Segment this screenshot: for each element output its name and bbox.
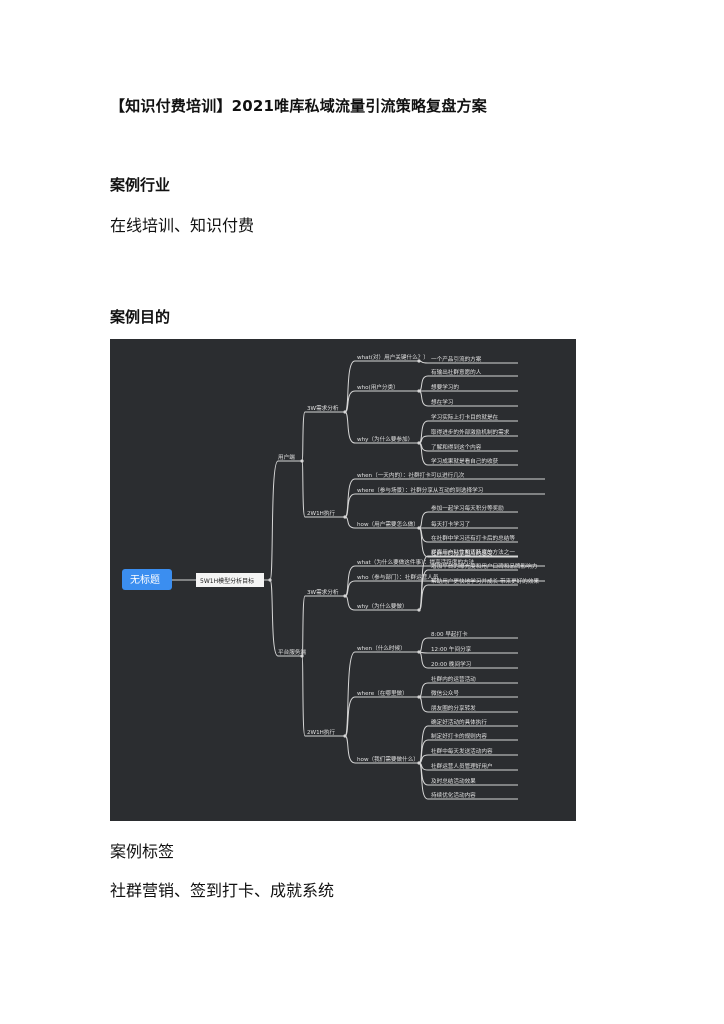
mindmap-connector [344,360,356,413]
mindmap-connector [301,460,306,518]
mindmap-leaf-label: 制定好打卡的规则内容 [431,732,487,740]
mindmap-item-label: why（为什么要做） [357,602,408,610]
mindmap-connector [344,735,356,764]
mindmap-leaf-label: 学习成果就是看自己的收获 [431,457,499,465]
mindmap-center-label: 5W1H模型分析目标 [200,577,254,585]
mindmap-item-label: how（我们需要做什么） [357,755,419,763]
mindmap-connector [301,655,306,737]
mindmap-leaf-label: 12:00 午间分享 [431,645,472,653]
mindmap-leaf-label: 学习实际上打卡目的就是在 [431,413,499,421]
mindmap-group-label: 2W1H执行 [307,728,335,736]
mindmap-branch-label: 用户端 [278,453,295,461]
tags-heading: 案例标签 [110,842,175,861]
mindmap-leaf-label: 持续优化活动内容 [431,791,476,799]
mindmap-connector [418,360,429,364]
mindmap-connector [344,580,356,597]
mindmap-connector [418,375,429,392]
mindmap-group-label: 3W需求分析 [307,404,339,412]
mindmap-joint [300,654,304,658]
mindmap-connector [418,390,429,407]
mindmap-leaf-label: 提高用户粘性和活跃度的方法之一 [431,548,515,556]
mindmap-leaf-label: 确定好活动的具体执行 [431,718,487,726]
mindmap-connector [418,651,429,669]
mindmap-item-label: where（在哪里做） [357,689,408,697]
mindmap-connector [269,460,279,581]
mindmap-item-label: what(对）用户关键什么？） [357,353,429,361]
mindmap-leaf-label: 朋友圈的分享转发 [431,704,476,712]
industry-heading: 案例行业 [110,176,171,194]
mindmap-connector [301,595,306,657]
mindmap-leaf-label: 参加一起学习每天积分等奖励 [431,504,504,512]
mindmap-leaf-label: 想在学习 [431,398,453,406]
tags-text: 社群营销、签到打卡、成就系统 [110,881,335,900]
mindmap-leaf-label: 想要学习的 [431,383,459,391]
mindmap-group-label: 3W需求分析 [307,588,339,596]
mindmap-leaf-label: 社群中的分享图片的感受 [431,549,493,557]
mindmap-connector [344,411,356,444]
mindmap-leaf-label: 社群内的运营活动 [431,675,476,683]
mindmap-leaf-label: 微信公众号 [431,689,459,697]
mindmap-root-label: 无标题 [130,574,160,586]
mindmap-connector [418,637,429,653]
mindmap-leaf-label: 有输出社群意愿的人 [431,368,482,376]
mindmap-connector [418,420,429,444]
mindmap-leaf-label: 及时总结活动效果 [431,777,476,785]
mindmap-leaf-label: 20:00 晚间学习 [431,660,471,668]
mindmap-connector [301,411,306,462]
mindmap-connector [344,390,356,413]
mindmap-item-label: where（参与场景）：社群分享从互动的到选择学习 [357,486,483,494]
mindmap-leaf-label: 一个产品引流的方案 [431,355,482,363]
mindmap-connector [344,696,356,737]
mindmap-item-label: how（用户需要怎么做） [357,520,419,528]
mindmap-leaf-label: 了解和得到这个内容 [431,443,482,451]
mindmap-root-node [122,569,172,590]
mindmap-connector [418,435,429,444]
mindmap-canvas: 无标题 5W1H模型分析目标 用户端 3W需求分析 what(对）用户关键什么？）一个产… [122,353,545,800]
mindmap-image: 无标题 5W1H模型分析目标 用户端 3W需求分析 what(对）用户关键什么？）一个产… [110,339,576,821]
industry-text: 在线培训、知识付费 [110,216,255,235]
mindmap-connector [269,579,279,657]
mindmap-connector [344,595,356,611]
mindmap-leaf-label: 取得进步的外部激励机制的需求 [431,428,510,436]
purpose-heading: 案例目的 [110,308,171,326]
mindmap-branch-label: 平台服务端 [278,648,306,656]
document-title: 【知识付费培训】2021唯库私域流量引流策略复盘方案 [110,97,487,115]
mindmap-leaf-label: 帮助用户更快地学习并成长 带来更好的效果 [431,577,539,585]
mindmap-connector [344,516,356,529]
mindmap-connector [418,511,429,529]
mindmap-leaf-label: 社群运营人员管理好用户 [431,762,493,770]
mindmap-center-node [196,573,264,587]
mindmap-connector [418,527,429,558]
mindmap-item-label: who（参与部门）：社群运营人员 [357,573,439,581]
mindmap-item-label: who(用户分类） [357,383,399,391]
mindmap-leaf-label: 每天打卡学习了 [431,520,470,528]
mindmap-item-label: why（为什么要参加） [357,435,413,443]
mindmap-connector [344,651,356,737]
mindmap-item-label: what（为什么要做这件事）：提高活跃度的方法 [357,558,475,566]
mindmap-leaf-label: 在社群中学习还有打卡后的总结等 [431,534,515,542]
mindmap-leaf-label: 增加平台的曝光度和用户口碑和品牌影响力 [431,562,538,570]
mindmap-leaf-label: 8:00 早起打卡 [431,630,468,638]
mindmap-joint [300,459,304,463]
mindmap-connector [418,696,429,713]
mindmap-group-label: 2W1H执行 [307,509,335,517]
mindmap-item-label: when（什么时候） [357,644,406,652]
mindmap-leaf-label: 社群中每天发送活动内容 [431,747,493,755]
mindmap-connector [418,682,429,698]
mindmap-connector [418,442,429,466]
mindmap-connector [418,762,429,800]
mindmap-connector [418,584,429,611]
mindmap-connector [344,493,356,518]
mindmap-item-label: when（一天内的）：社群打卡可以进行几次 [357,471,465,479]
